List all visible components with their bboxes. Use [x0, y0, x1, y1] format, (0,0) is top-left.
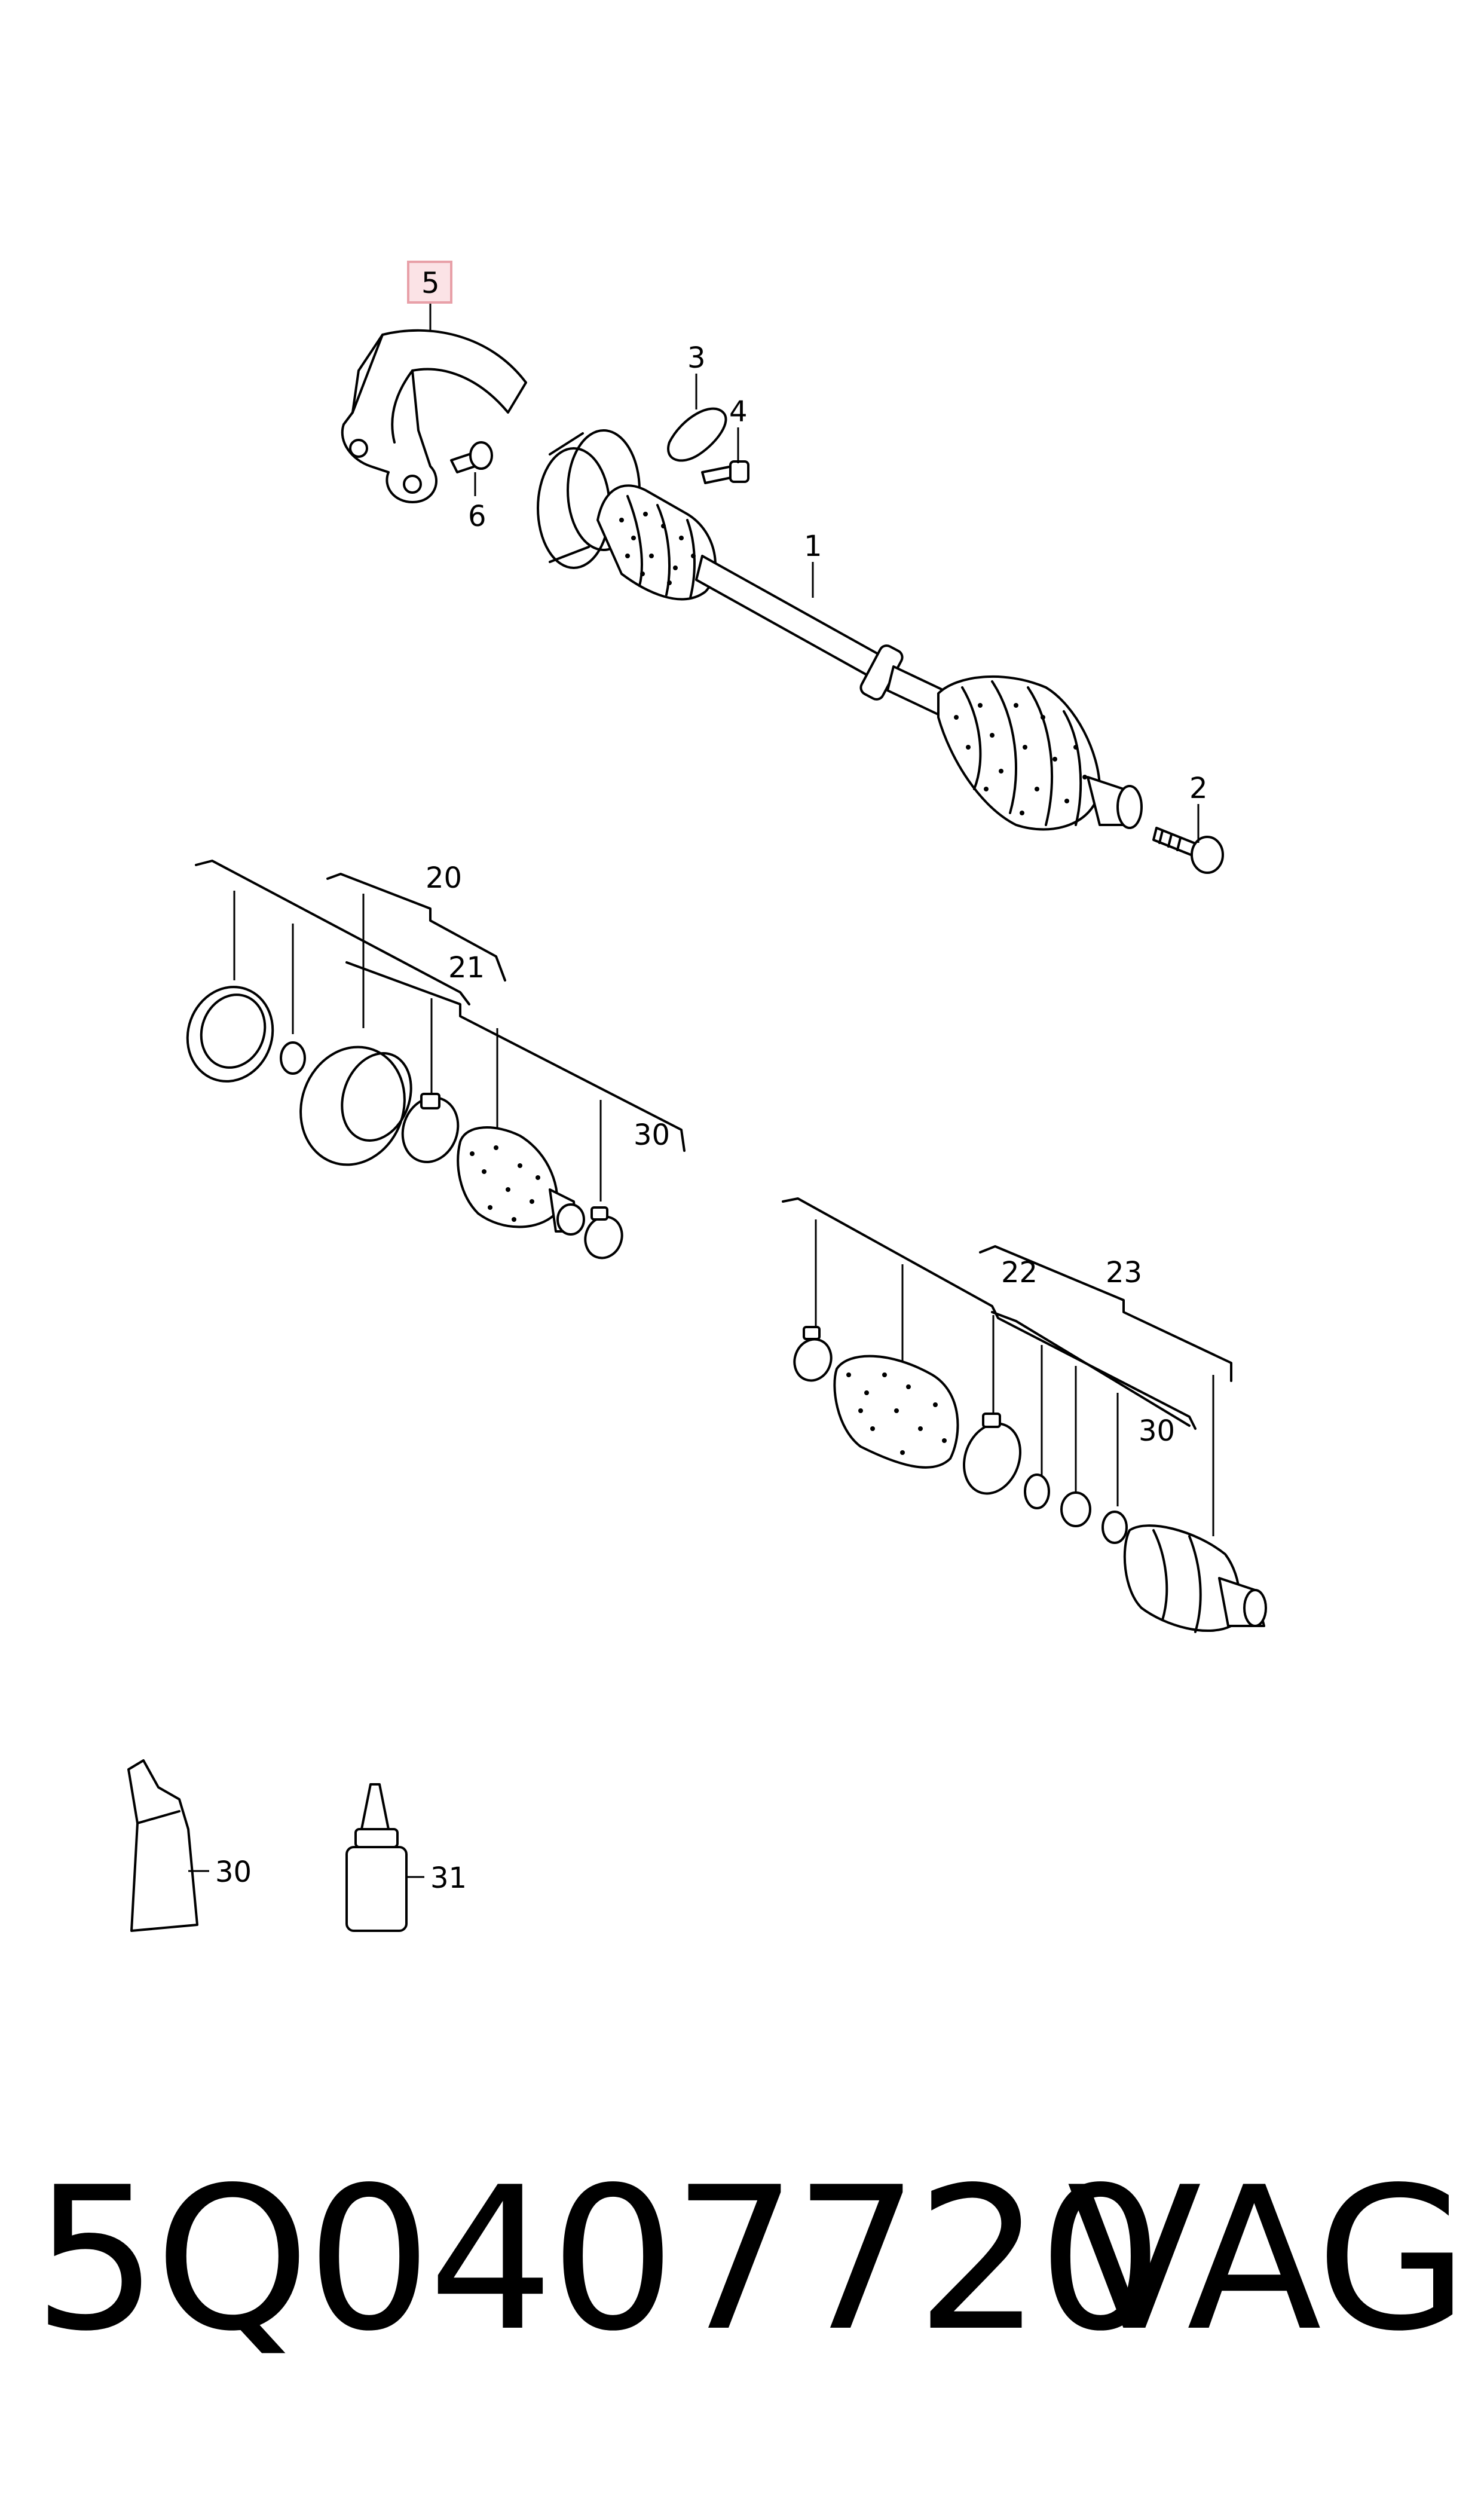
sealant-bottle-31-part — [345, 1783, 408, 1932]
callout-label: 23 — [1106, 1256, 1142, 1289]
callout-label: 20 — [426, 861, 462, 895]
locking-plate-3-part — [667, 407, 727, 462]
outer-joint-kit-bracket — [782, 1197, 1232, 1536]
callout-label: 2 — [1189, 772, 1208, 805]
callout-label: 30 — [634, 1118, 670, 1152]
inner-joint-kit-bracket — [195, 860, 686, 1202]
callout-label: 30 — [215, 1855, 252, 1889]
callout-label: 6 — [468, 500, 486, 533]
callout-5-highlight — [407, 261, 452, 304]
callout-label: 21 — [448, 951, 485, 985]
callout-label: 3 — [687, 341, 706, 375]
bolt-4-part — [701, 460, 749, 484]
callout-label: 4 — [729, 395, 748, 429]
outer-joint-kit-parts — [793, 1326, 1267, 1633]
heat-shield-part — [341, 329, 527, 503]
callout-label: 22 — [1001, 1256, 1038, 1289]
callout-label: 31 — [430, 1861, 467, 1895]
brand-name: VAG — [1067, 2145, 1468, 2374]
callout-label: 30 — [1139, 1414, 1175, 1448]
footer: 5Q0407720 VAG — [0, 2152, 1484, 2367]
part-number: 5Q0407720 — [33, 2145, 1163, 2374]
callout-label: 5 — [421, 267, 440, 300]
inner-joint-kit-parts — [186, 986, 623, 1259]
bolt-2-part — [1152, 827, 1224, 874]
drive-shaft-1-part — [537, 429, 1143, 831]
callout-label: 1 — [804, 530, 822, 563]
bolt-6-part — [450, 441, 493, 473]
grease-tube-30-part — [127, 1759, 198, 1932]
